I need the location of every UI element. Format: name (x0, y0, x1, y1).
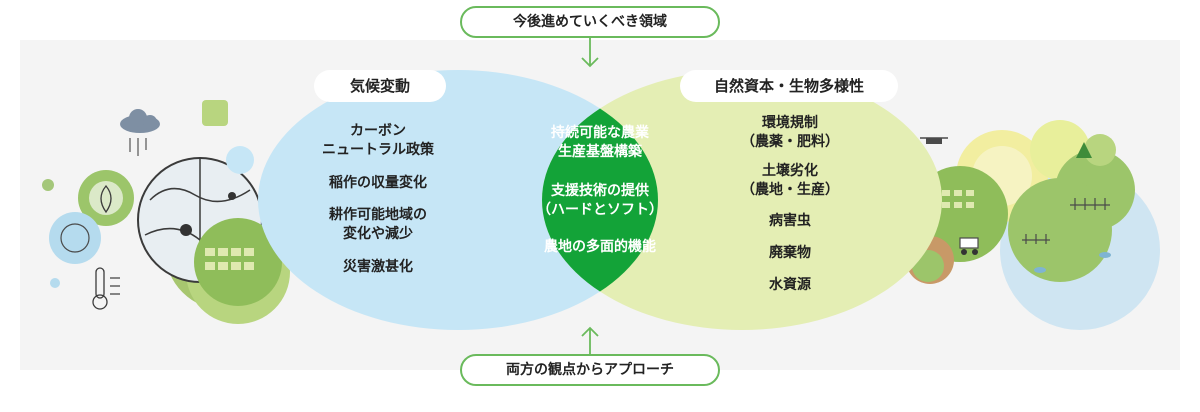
right-item-regulation: 環境規制 （農薬・肥料） (741, 115, 839, 150)
right-item-soil: 土壌劣化 （農地・生産） (741, 163, 839, 198)
climate-illustration (42, 100, 290, 324)
top-arrow (581, 36, 599, 68)
right-ellipse (542, 70, 942, 330)
left-item-carbon-neutral: カーボン ニュートラル政策 (322, 123, 434, 158)
center-item-support-tech: 支援技術の提供 （ハードとソフト） (537, 183, 663, 218)
left-item-disaster: 災害激甚化 (343, 259, 413, 275)
bottom-label: 両方の観点からアプローチ (460, 354, 720, 386)
biodiversity-illustration (906, 120, 1160, 330)
left-item-rice-yield: 稲作の収量変化 (329, 175, 427, 191)
left-ellipse (258, 70, 658, 330)
top-label: 今後進めていくべき領域 (460, 6, 720, 38)
right-item-water: 水資源 (769, 277, 811, 293)
center-item-multifunction: 農地の多面的機能 (544, 239, 656, 255)
right-item-pests: 病害虫 (769, 213, 811, 229)
right-title: 自然資本・生物多様性 (680, 70, 898, 102)
right-item-waste: 廃棄物 (769, 245, 811, 261)
left-item-arable-land: 耕作可能地域の 変化や減少 (329, 207, 427, 242)
bottom-arrow (581, 326, 599, 356)
center-item-sustainable: 持続可能な農業 生産基盤構築 (551, 125, 649, 160)
left-title: 気候変動 (314, 70, 446, 102)
